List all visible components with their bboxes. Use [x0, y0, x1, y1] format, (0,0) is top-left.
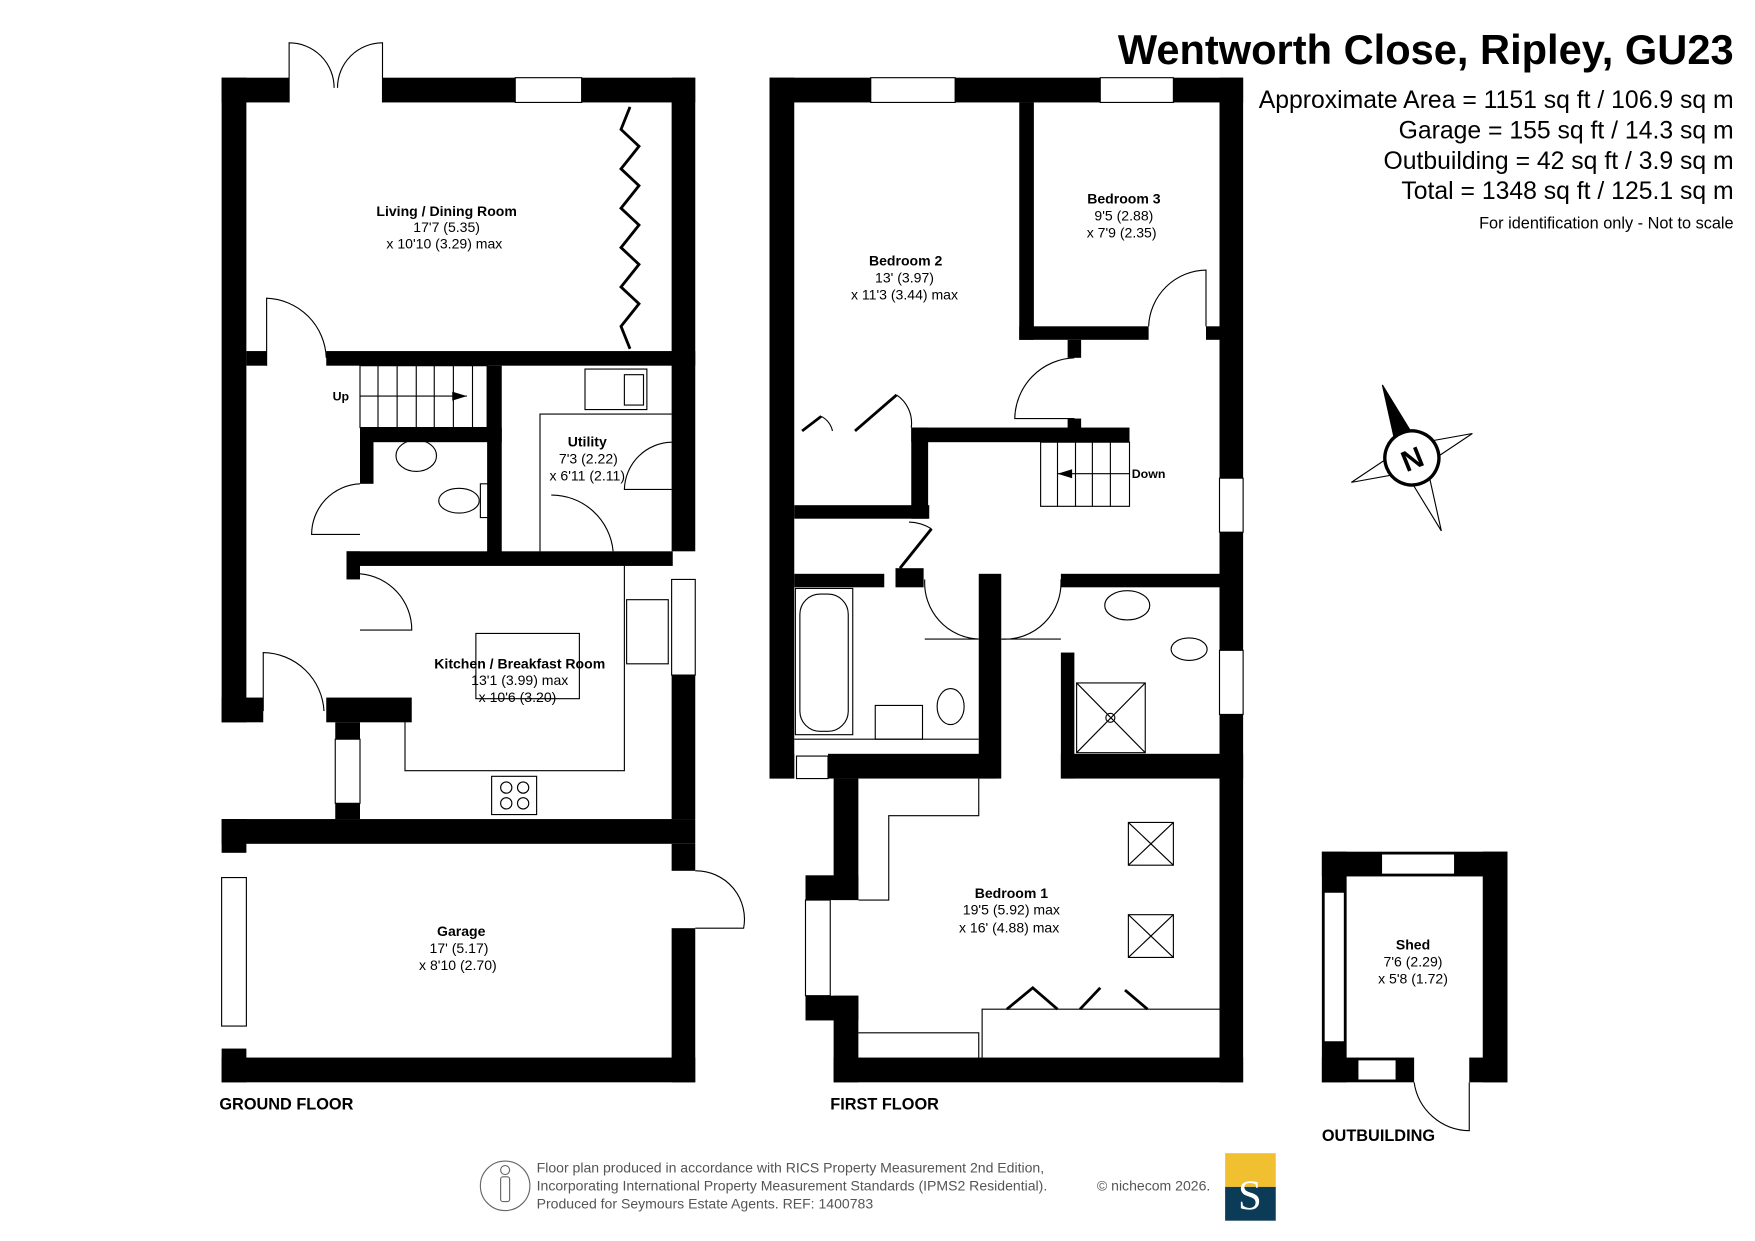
- room-kitchen-name: Kitchen / Breakfast Room: [434, 655, 605, 671]
- room-living-dining-name: Living / Dining Room: [376, 203, 516, 219]
- room-bedroom1-dim2: x 16' (4.88) max: [959, 920, 1059, 936]
- disclaimer: For identification only - Not to scale: [1479, 214, 1734, 232]
- room-garage-dim2: x 8'10 (2.70): [419, 957, 497, 973]
- outbuilding-plan: [1321, 851, 1508, 1132]
- room-utility-name: Utility: [568, 434, 607, 450]
- room-bedroom2-dim2: x 11'3 (3.44) max: [851, 286, 958, 302]
- logo-letter: S: [1238, 1172, 1262, 1219]
- property-title: Wentworth Close, Ripley, GU23: [1118, 26, 1734, 73]
- ground-floor-label: GROUND FLOOR: [219, 1095, 353, 1113]
- room-utility-dim2: x 6'11 (2.11): [549, 467, 625, 483]
- room-bedroom1-dim1: 19'5 (5.92) max: [963, 902, 1060, 918]
- area-total-approx: Approximate Area = 1151 sq ft / 106.9 sq…: [1259, 87, 1734, 114]
- area-garage: Garage = 155 sq ft / 14.3 sq m: [1399, 117, 1734, 144]
- room-bedroom3-dim2: x 7'9 (2.35): [1087, 224, 1157, 240]
- area-total: Total = 1348 sq ft / 125.1 sq m: [1401, 178, 1733, 205]
- footer-copyright: © nichecom 2026.: [1097, 1177, 1210, 1193]
- room-living-dining-dim1: 17'7 (5.35): [413, 219, 480, 235]
- seymours-logo: S: [1225, 1153, 1276, 1221]
- room-kitchen-dim1: 13'1 (3.99) max: [471, 672, 568, 688]
- person-scale-icon: [479, 1160, 531, 1212]
- stairs-up-label: Up: [333, 390, 350, 404]
- room-shed-name: Shed: [1396, 937, 1430, 953]
- room-bedroom3-name: Bedroom 3: [1087, 191, 1161, 207]
- compass-icon: [1351, 384, 1473, 532]
- room-garage-name: Garage: [437, 923, 486, 939]
- first-floor-plan: Down: [769, 77, 1244, 1083]
- room-bedroom2-name: Bedroom 2: [869, 253, 943, 269]
- room-kitchen-dim2: x 10'6 (3.20): [479, 689, 557, 705]
- stairs-up: [359, 365, 488, 429]
- footer-line-2: Incorporating International Property Mea…: [537, 1177, 1048, 1193]
- outbuilding-label: OUTBUILDING: [1322, 1127, 1435, 1145]
- footer-line-1: Floor plan produced in accordance with R…: [537, 1159, 1045, 1175]
- room-shed-dim1: 7'6 (2.29): [1384, 953, 1443, 969]
- room-living-dining-dim2: x 10'10 (3.29) max: [386, 236, 502, 252]
- stairs-down: [1040, 441, 1131, 507]
- room-utility-dim1: 7'3 (2.22): [559, 451, 618, 467]
- room-bedroom3-dim1: 9'5 (2.88): [1094, 208, 1153, 224]
- ground-floor-plan: Up: [221, 42, 745, 1083]
- room-garage-dim1: 17' (5.17): [430, 940, 489, 956]
- first-floor-label: FIRST FLOOR: [830, 1095, 939, 1113]
- stairs-down-label: Down: [1132, 467, 1166, 481]
- area-outbuilding: Outbuilding = 42 sq ft / 3.9 sq m: [1383, 148, 1733, 175]
- footer-line-3: Produced for Seymours Estate Agents. REF…: [537, 1195, 874, 1211]
- room-bedroom1-name: Bedroom 1: [975, 885, 1049, 901]
- room-shed-dim2: x 5'8 (1.72): [1378, 970, 1448, 986]
- room-bedroom2-dim1: 13' (3.97): [875, 269, 934, 285]
